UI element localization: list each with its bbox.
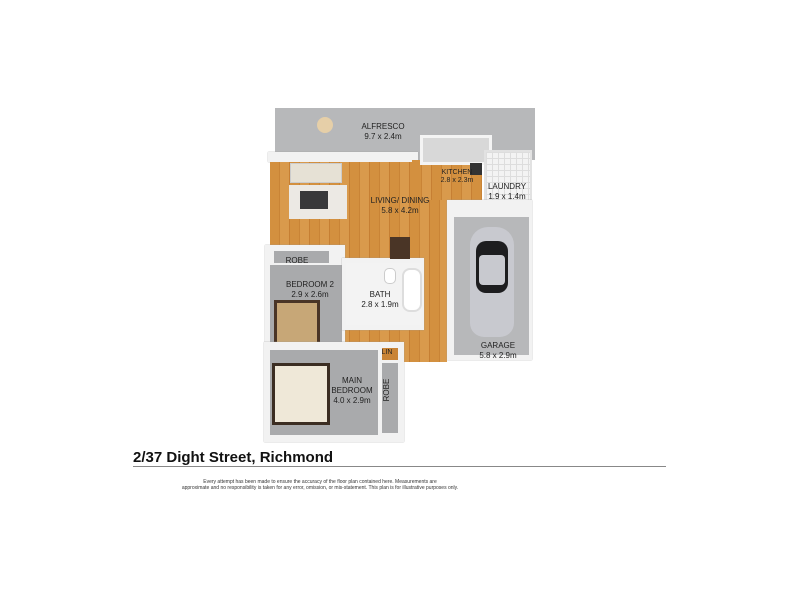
disclaimer: Every attempt has been made to ensure th… (150, 479, 490, 491)
room-size: 4.0 x 2.9m (333, 396, 371, 405)
room-size: 1.9 x 1.4m (488, 192, 526, 201)
main-robe-label: ROBE (382, 378, 391, 402)
kitchen-counter (420, 135, 492, 165)
room-name: KITCHEN (441, 169, 473, 176)
room-name: MAIN BEDROOM (331, 376, 373, 395)
dining-table-icon (390, 237, 410, 259)
room-size: 2.9 x 2.6m (291, 290, 329, 299)
room-size: 9.7 x 2.4m (364, 132, 402, 141)
lin-floor (382, 348, 398, 360)
room-name: LIVING/ DINING (370, 196, 430, 205)
room-size: 5.8 x 4.2m (381, 206, 419, 215)
car-icon (470, 227, 514, 337)
room-name: ALFRESCO (361, 122, 405, 131)
main-robe-floor (382, 363, 398, 433)
robe-2-label: ROBE (285, 256, 309, 265)
outdoor-table-icon (317, 117, 333, 133)
bed-icon (274, 300, 320, 346)
toilet-icon (384, 268, 396, 284)
room-name: LAUNDRY (487, 182, 527, 191)
coffee-table-icon (300, 191, 328, 209)
room-size: 2.8 x 2.3m (440, 177, 474, 184)
room-name: BEDROOM 2 (285, 280, 334, 289)
sofa-icon (290, 163, 342, 183)
property-title: 2/37 Dight Street, Richmond (133, 449, 334, 466)
title-divider (133, 466, 666, 467)
wall (268, 152, 418, 162)
kitchen-stove (470, 163, 482, 175)
bathtub-icon (402, 268, 422, 312)
floor-plan (262, 105, 552, 442)
disclaimer-line-1: Every attempt has been made to ensure th… (203, 479, 437, 485)
room-size: 5.8 x 2.9m (479, 351, 517, 360)
room-name: GARAGE (480, 341, 516, 350)
disclaimer-line-2: approximate and no responsibility is tak… (181, 485, 459, 491)
room-size: 2.8 x 1.9m (361, 300, 399, 309)
robe-2-floor (274, 251, 329, 263)
bed-icon (272, 363, 330, 425)
room-name: BATH (369, 290, 391, 299)
lin-label: LIN (381, 349, 393, 356)
